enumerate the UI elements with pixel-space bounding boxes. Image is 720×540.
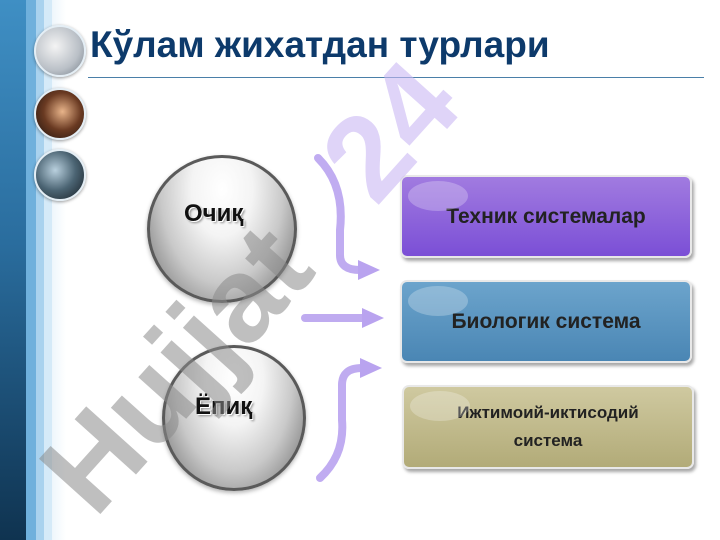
photo-circle-2: [34, 88, 86, 140]
arrow-head-icon: [362, 308, 384, 328]
box-label: Техник системалар: [446, 204, 646, 228]
arrow-head-icon: [360, 358, 382, 378]
arrow-head-icon: [358, 260, 380, 280]
box-biological-system: Биологик система: [400, 280, 692, 363]
sphere-closed: [162, 345, 306, 491]
bracket-bottom: [316, 364, 366, 482]
box-socio-economic-system: Ижтимоий-иктисодий система: [402, 385, 694, 469]
box-label: Ижтимоий-иктисодий система: [457, 403, 639, 450]
photo-circle-3: [34, 149, 86, 201]
sidebar-band: [0, 0, 26, 540]
box-technical-systems: Техник системалар: [400, 175, 692, 258]
sphere-open: [147, 155, 297, 303]
slide-title: Кўлам жихатдан турлари: [90, 24, 550, 65]
title-divider: [88, 77, 704, 78]
sphere-closed-label: Ёпиқ: [195, 393, 253, 420]
sphere-open-label: Очиқ: [184, 200, 244, 227]
bracket-top: [314, 154, 364, 274]
box-label: Биологик система: [451, 309, 641, 333]
photo-circle-1: [34, 25, 86, 77]
